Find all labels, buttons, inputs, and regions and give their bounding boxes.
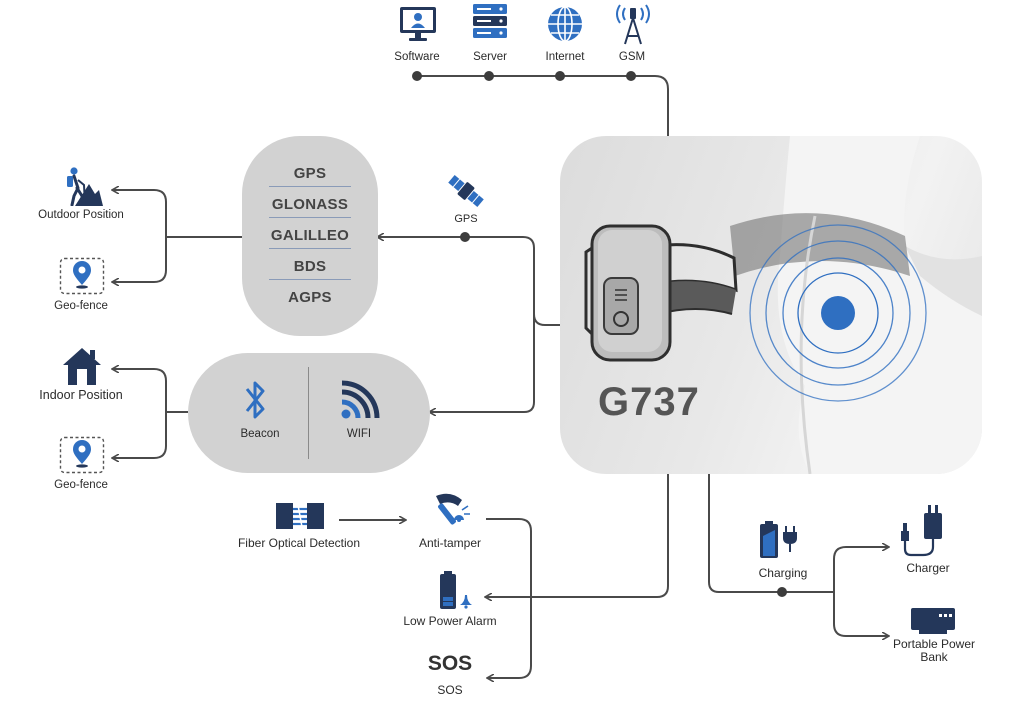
indoor-tech-panel (188, 353, 430, 473)
software-label: Software (394, 51, 440, 63)
house-icon (63, 348, 101, 385)
sos-label: SOS (437, 683, 463, 697)
portable-power-bank-label: Portable Power Bank (888, 638, 980, 664)
globe-icon (548, 6, 582, 42)
charging-icon (760, 521, 797, 558)
outdoor-position-label: Outdoor Position (38, 209, 124, 221)
gsm-label: GSM (618, 51, 646, 63)
satellite-systems-panel: GPS GLONASS GALILLEO BDS AGPS (242, 136, 378, 336)
fiber-optic-icon (276, 503, 324, 529)
divider (269, 186, 351, 187)
divider (269, 279, 351, 280)
anti-tamper-label: Anti-tamper (418, 536, 482, 550)
indoor-position-label: Indoor Position (39, 388, 123, 402)
battery-alarm-icon (440, 571, 472, 609)
sat-item-bds: BDS (293, 258, 327, 275)
gsm-tower-icon (616, 4, 650, 45)
sat-item-gps: GPS (293, 165, 327, 182)
server-icon (473, 4, 507, 38)
geofence-label: Geo-fence (54, 479, 108, 491)
server-label: Server (473, 51, 507, 63)
device-model: G737 (598, 380, 700, 424)
sat-item-glonass: GLONASS (271, 196, 349, 213)
internet-label: Internet (545, 51, 585, 63)
charger-label: Charger (906, 561, 950, 575)
satellite-icon (448, 174, 484, 208)
sat-item-agps: AGPS (288, 289, 332, 306)
gps-label: GPS (454, 213, 478, 225)
beacon-label: Beacon (240, 428, 280, 440)
divider (308, 367, 309, 459)
sos-heading: SOS (427, 652, 473, 675)
geofence-icon (59, 436, 105, 474)
charging-label: Charging (758, 566, 808, 580)
geofence-icon (59, 257, 105, 295)
hiker-icon (67, 167, 103, 206)
divider (269, 248, 351, 249)
power-bank-icon (911, 608, 955, 634)
fiber-optical-detection-label: Fiber Optical Detection (237, 536, 361, 550)
low-power-alarm-label: Low Power Alarm (403, 614, 497, 628)
signal-rings-icon (749, 224, 927, 402)
geofence-label: Geo-fence (54, 300, 108, 312)
hammer-icon (436, 493, 470, 525)
wifi-label: WIFI (346, 428, 372, 440)
charger-icon (901, 505, 942, 557)
device-panel: G737 (560, 136, 982, 474)
device-illustration (584, 224, 738, 362)
power-bank-text: Portable Power Bank (892, 637, 976, 664)
sat-item-galileo: GALILLEO (270, 227, 350, 244)
bluetooth-icon (245, 381, 265, 419)
wifi-icon (341, 380, 380, 419)
divider (269, 217, 351, 218)
monitor-icon (400, 7, 436, 41)
